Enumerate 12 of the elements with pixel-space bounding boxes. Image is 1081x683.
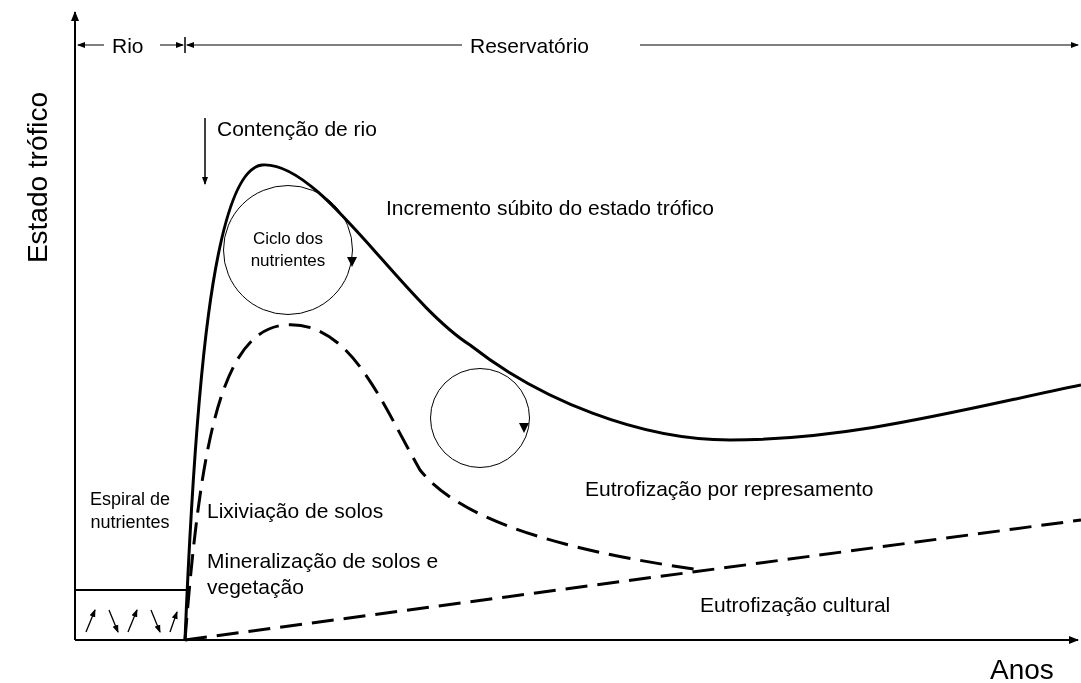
annotation-label: Incremento súbito do estado trófico xyxy=(386,195,715,221)
annotation-label: Contenção de rio xyxy=(217,116,377,142)
region-label: Rio xyxy=(112,33,144,59)
annotation-label: Espiral de nutrientes xyxy=(88,488,171,533)
annotation-label: Eutrofização cultural xyxy=(700,592,891,618)
axis-title: Anos xyxy=(990,653,1054,683)
annotation-label: Eutrofização por represamento xyxy=(585,476,874,502)
axis-title: Estado trófico xyxy=(20,90,54,266)
annotation-label: Mineralização de solos e vegetação xyxy=(207,548,440,601)
region-label: Reservatório xyxy=(470,33,590,59)
cycle-label: Ciclo dos nutrientes xyxy=(249,227,327,272)
annotation-label: Lixiviação de solos xyxy=(207,498,384,524)
